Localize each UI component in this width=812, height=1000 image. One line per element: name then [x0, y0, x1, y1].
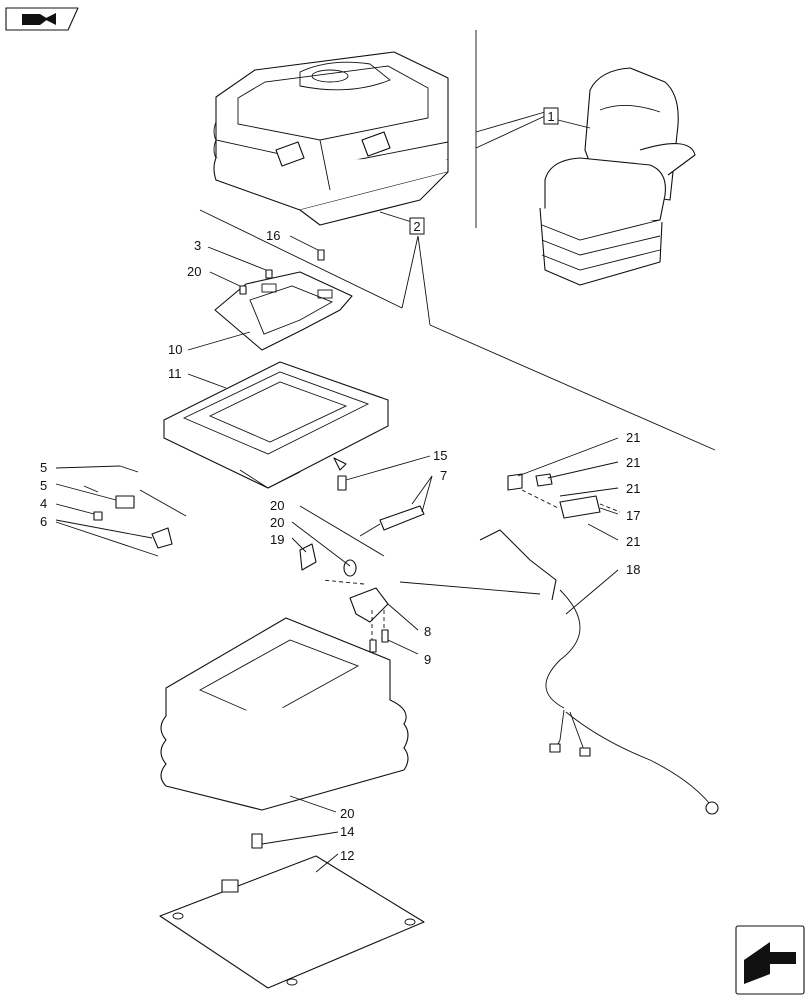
callout-8[interactable]: 8 — [424, 624, 431, 639]
callout-21[interactable]: 21 — [626, 430, 640, 445]
callout-1: 1 — [547, 109, 554, 124]
callout-15[interactable]: 15 — [433, 448, 447, 463]
cable-harness — [399, 529, 719, 815]
callout-19[interactable]: 19 — [270, 532, 284, 547]
slide-rail-frame — [163, 361, 389, 489]
callout-7[interactable]: 7 — [440, 468, 447, 483]
callout-16[interactable]: 16 — [266, 228, 280, 243]
callout-1-box[interactable]: 1 — [543, 107, 559, 125]
callout-17[interactable]: 17 — [626, 508, 640, 523]
assembly-axis-lines — [321, 489, 621, 640]
callout-3[interactable]: 3 — [194, 238, 201, 253]
upper-suspension-assembly — [213, 51, 449, 226]
callout-21[interactable]: 21 — [626, 534, 640, 549]
callout-20[interactable]: 20 — [270, 515, 284, 530]
callout-10[interactable]: 10 — [168, 342, 182, 357]
callout-21[interactable]: 21 — [626, 455, 640, 470]
next-page-arrow-icon[interactable] — [735, 925, 805, 995]
callout-20[interactable]: 20 — [270, 498, 284, 513]
callout-2-box[interactable]: 2 — [409, 217, 425, 235]
callout-leaders — [55, 119, 619, 873]
lower-bellows-base — [160, 617, 409, 811]
callout-18[interactable]: 18 — [626, 562, 640, 577]
small-hardware-parts — [83, 249, 601, 849]
callout-20[interactable]: 20 — [187, 264, 201, 279]
callout-6[interactable]: 6 — [40, 514, 47, 529]
callout-labels: 3 20 16 10 11 5 5 4 6 15 7 20 20 19 8 9 … — [40, 228, 640, 863]
floor-mounting-plate — [159, 855, 425, 989]
bracket-plate — [214, 271, 353, 351]
callout-14[interactable]: 14 — [340, 824, 354, 839]
callout-11[interactable]: 11 — [168, 366, 182, 381]
complete-seat-illustration — [539, 67, 696, 286]
callout-4[interactable]: 4 — [40, 496, 47, 511]
callout-5[interactable]: 5 — [40, 478, 47, 493]
callout-20[interactable]: 20 — [340, 806, 354, 821]
callout-2: 2 — [413, 219, 420, 234]
callout-21[interactable]: 21 — [626, 481, 640, 496]
callout-9[interactable]: 9 — [424, 652, 431, 667]
callout-12[interactable]: 12 — [340, 848, 354, 863]
callout-5[interactable]: 5 — [40, 460, 47, 475]
parts-catalog-nav-icon[interactable] — [5, 7, 79, 31]
